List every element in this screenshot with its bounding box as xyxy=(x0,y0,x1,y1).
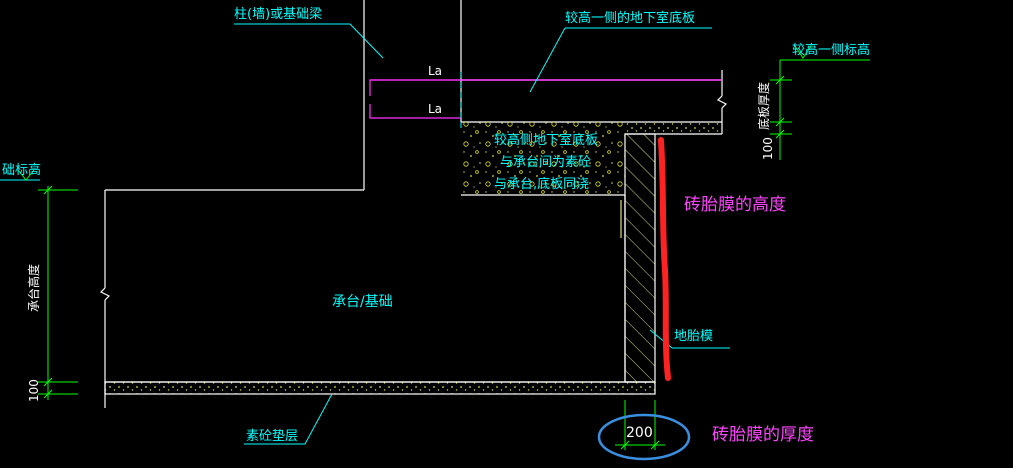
fill-label-3: 与承台,底板同浇 xyxy=(494,176,589,192)
cap-foundation-label: 承台/基础 xyxy=(332,293,393,310)
higher-elevation-label: 较高一侧标高 xyxy=(792,42,870,58)
brick-membrane xyxy=(624,133,656,383)
membrane-height-note: 砖胎膜的高度 xyxy=(684,195,786,215)
leader-lines xyxy=(0,23,730,445)
cap-height-label: 承台高度 xyxy=(26,264,41,312)
plain-concrete-label: 素砼垫层 xyxy=(246,428,298,444)
fill-label-2: 与承台间为素砼 xyxy=(500,155,591,170)
brick-membrane-label: 地胎模 xyxy=(674,329,713,344)
slab-cushion-fill xyxy=(625,122,722,134)
dim-100-bottom: 100 xyxy=(27,379,41,402)
cushion-layer xyxy=(104,381,656,395)
la-top-label: La xyxy=(428,64,442,78)
la-bottom-label: La xyxy=(428,102,442,116)
dimension-lines xyxy=(17,45,870,450)
base-elevation-label: 础标高 xyxy=(2,162,41,178)
membrane-thickness-note: 砖胎膜的厚度 xyxy=(712,425,814,445)
higher-slab-label: 较高一侧的地下室底板 xyxy=(565,10,695,26)
column-outline xyxy=(105,0,462,191)
fill-label-1: 较高侧地下室底板 xyxy=(494,132,598,148)
plain-concrete-fill xyxy=(461,122,625,195)
dim-200: 200 xyxy=(626,425,653,441)
slab-thickness-label: 底板厚度 xyxy=(756,82,771,130)
dim-100-top: 100 xyxy=(761,137,775,160)
column-beam-label: 柱(墙)或基础梁 xyxy=(234,7,322,22)
membrane-height-mark xyxy=(658,137,671,381)
la-lines xyxy=(369,79,722,119)
thickness-highlight-ellipse xyxy=(597,413,691,461)
